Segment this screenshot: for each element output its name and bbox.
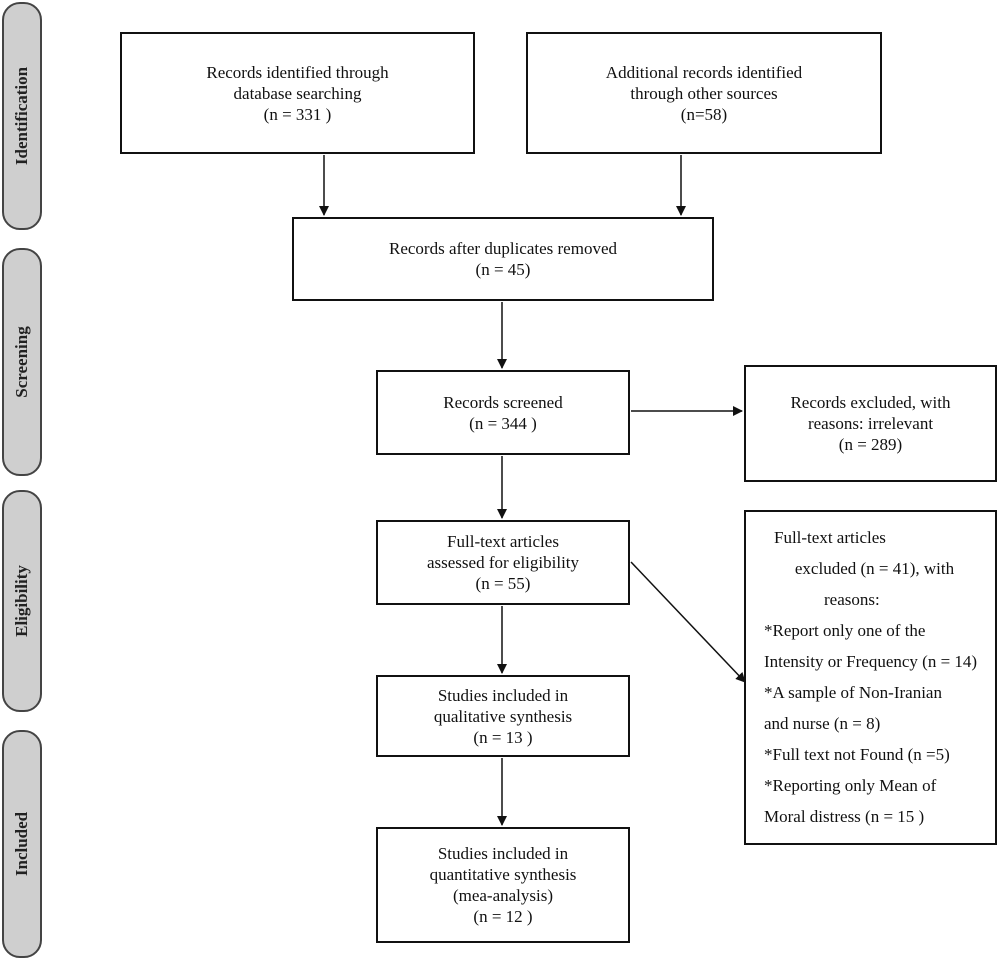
box-records-excluded: Records excluded, with reasons: irreleva… bbox=[744, 365, 997, 482]
box-qualitative-synthesis-line-2: qualitative synthesis bbox=[433, 706, 573, 726]
box-full-text-assessed-count: (n = 55) bbox=[475, 574, 531, 593]
box-records-screened-count: (n = 344 ) bbox=[469, 413, 537, 433]
phase-included: Included bbox=[2, 730, 42, 958]
excluded-reason-4-line-2: Moral distress (n = 15 ) bbox=[764, 807, 925, 826]
box-database-searching-count: (n = 331 ) bbox=[263, 104, 332, 124]
box-records-excluded-line-1: Records excluded, with bbox=[790, 393, 951, 412]
box-qualitative-synthesis: Studies included in qualitative synthesi… bbox=[376, 675, 630, 757]
box-records-excluded-line-2: reasons: irrelevant bbox=[807, 414, 934, 433]
excluded-reason-1-line-2: Intensity or Frequency (n = 14) bbox=[764, 652, 978, 671]
box-quantitative-synthesis-line-1: Studies included in bbox=[437, 844, 569, 863]
box-records-screened-line-1: Records screened bbox=[443, 392, 563, 412]
box-quantitative-synthesis-line-2: quantitative synthesis bbox=[429, 865, 577, 884]
box-qualitative-synthesis-line-1: Studies included in bbox=[437, 685, 569, 705]
box-after-duplicates-line-1: Records after duplicates removed bbox=[389, 239, 617, 258]
box-quantitative-synthesis-count: (n = 12 ) bbox=[473, 907, 533, 926]
phase-eligibility: Eligibility bbox=[2, 490, 42, 712]
excluded-line-3: reasons: bbox=[824, 590, 880, 609]
box-full-text-assessed: Full-text articles assessed for eligibil… bbox=[376, 520, 630, 605]
box-database-searching: Records identified through database sear… bbox=[120, 32, 475, 154]
excluded-reason-3: *Full text not Found (n =5) bbox=[764, 745, 950, 764]
excluded-reason-2-line-2: and nurse (n = 8) bbox=[764, 714, 881, 733]
box-qualitative-synthesis-count: (n = 13 ) bbox=[473, 727, 533, 747]
box-after-duplicates-count: (n = 45) bbox=[475, 260, 531, 279]
box-other-sources-line-1: Additional records identified bbox=[605, 62, 803, 82]
box-other-sources-line-2: through other sources bbox=[630, 83, 778, 103]
box-other-sources: Additional records identified through ot… bbox=[526, 32, 882, 154]
box-full-text-excluded: Full-text articles excluded (n = 41), wi… bbox=[744, 510, 997, 845]
box-full-text-assessed-line-2: assessed for eligibility bbox=[426, 553, 580, 572]
box-records-excluded-count: (n = 289) bbox=[838, 435, 903, 454]
box-other-sources-count: (n=58) bbox=[680, 104, 728, 124]
excluded-line-2: excluded (n = 41), with bbox=[794, 559, 955, 578]
box-database-searching-line-2: database searching bbox=[233, 83, 362, 103]
box-database-searching-line-1: Records identified through bbox=[206, 62, 389, 82]
excluded-line-1: Full-text articles bbox=[774, 528, 886, 547]
phase-identification: Identification bbox=[2, 2, 42, 230]
excluded-reason-2-line-1: *A sample of Non-Iranian bbox=[764, 683, 942, 702]
box-records-screened: Records screened (n = 344 ) bbox=[376, 370, 630, 455]
box-quantitative-synthesis: Studies included in quantitative synthes… bbox=[376, 827, 630, 943]
box-after-duplicates: Records after duplicates removed (n = 45… bbox=[292, 217, 714, 301]
arrow-full-text-to-excluded bbox=[630, 561, 746, 683]
excluded-reason-1-line-1: *Report only one of the bbox=[764, 621, 926, 640]
excluded-reason-4-line-1: *Reporting only Mean of bbox=[764, 776, 937, 795]
box-quantitative-synthesis-line-3: (mea-analysis) bbox=[452, 886, 554, 905]
box-full-text-assessed-line-1: Full-text articles bbox=[447, 532, 559, 551]
phase-screening: Screening bbox=[2, 248, 42, 476]
